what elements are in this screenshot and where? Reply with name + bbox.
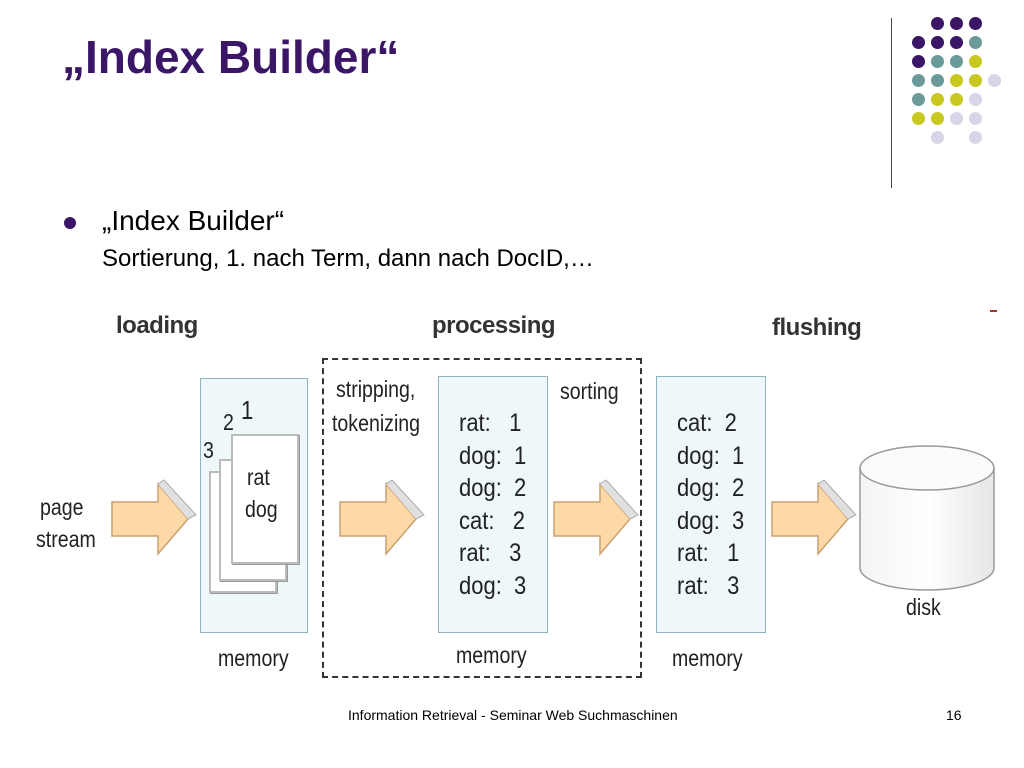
decorative-dot: [931, 17, 944, 30]
decorative-dot: [950, 17, 963, 30]
edge-mark: [990, 310, 997, 312]
processing-list-entry: rat: 3: [459, 539, 522, 567]
decorative-dot: [969, 112, 982, 125]
sorted-list-entry: dog: 3: [677, 506, 745, 535]
page-word-rat: rat: [247, 464, 270, 490]
step-label-tokenizing: tokenizing: [332, 410, 421, 436]
sorted-list-entry: rat: 1: [677, 539, 740, 567]
input-label-line1: page: [40, 494, 84, 520]
bullet-text: Sortierung, 1. nach Term, dann nach DocI…: [102, 245, 594, 272]
decorative-dot: [950, 74, 963, 87]
decorative-dot: [931, 55, 944, 68]
decorative-dot: [950, 93, 963, 106]
footer-text: Information Retrieval - Seminar Web Such…: [348, 707, 678, 723]
page-number-3: 3: [203, 437, 214, 463]
memory-label-flushing: memory: [672, 645, 743, 671]
index-builder-diagram: loading processing flushing page stream …: [30, 300, 1000, 700]
decorative-dot: [931, 36, 944, 49]
stage-loading: loading: [116, 312, 198, 339]
stage-flushing: flushing: [772, 314, 862, 341]
processing-list-entry: dog: 1: [459, 441, 527, 470]
decorative-dot: [969, 36, 982, 49]
memory-label-processing: memory: [456, 642, 527, 668]
processing-list-entry: cat: 2: [459, 506, 526, 535]
slide-number: 16: [946, 707, 962, 723]
decorative-dot: [931, 131, 944, 144]
decorative-dot: [950, 112, 963, 125]
disk-cylinder: [859, 445, 995, 591]
loading-memory-buffer: rat dog 1 2 3: [200, 378, 308, 633]
page-number-2: 2: [223, 409, 234, 435]
stage-processing: processing: [432, 312, 556, 339]
arrow-stripping: [339, 479, 425, 557]
bullet-marker: [64, 217, 76, 229]
processing-list-entry: dog: 2: [459, 474, 527, 502]
decorative-dot: [912, 55, 925, 68]
decorative-dot: [912, 36, 925, 49]
decorative-dot: [969, 93, 982, 106]
decorative-dot: [969, 55, 982, 68]
decorative-dot: [950, 36, 963, 49]
input-label-line2: stream: [36, 526, 96, 552]
decorative-dot: [931, 74, 944, 87]
decorative-dot: [950, 55, 963, 68]
step-label-sorting: sorting: [560, 378, 619, 404]
processing-list-entry: rat: 1: [459, 409, 522, 437]
decorative-dot: [969, 131, 982, 144]
decorative-dot: [912, 112, 925, 125]
arrow-flushing: [771, 479, 857, 557]
decorative-dot: [912, 74, 925, 87]
decorative-dot: [969, 74, 982, 87]
decorative-dot: [931, 112, 944, 125]
decorative-dot: [931, 93, 944, 106]
decorative-dot: [988, 74, 1001, 87]
processing-memory-buffer: rat: 1 dog: 1 dog: 2 cat: 2 rat: 3 dog: 3: [438, 376, 548, 633]
decorative-dot: [912, 93, 925, 106]
processing-stage-box: [322, 358, 642, 678]
memory-label-loading: memory: [218, 645, 289, 671]
processing-list-entry: dog: 3: [459, 571, 527, 600]
sorted-list-entry: cat: 2: [677, 409, 737, 437]
page-number-1: 1: [241, 395, 254, 425]
flushing-memory-buffer: cat: 2 dog: 1 dog: 2 dog: 3 rat: 1 rat: 3: [656, 376, 766, 633]
sorted-list-entry: rat: 3: [677, 571, 740, 600]
slide-title: „Index Builder“: [62, 31, 400, 83]
diagram-shapes: [111, 445, 995, 591]
arrow-sorting: [553, 479, 639, 557]
page-word-dog: dog: [245, 496, 278, 522]
disk-label: disk: [906, 594, 941, 620]
sorted-list-entry: dog: 2: [677, 474, 745, 502]
sorted-list-entry: dog: 1: [677, 441, 745, 470]
arrow-input: [111, 479, 197, 557]
decorative-dot: [969, 17, 982, 30]
document-page-1: rat dog: [231, 434, 299, 564]
bullet-heading: „Index Builder“: [102, 205, 285, 236]
step-label-stripping: stripping,: [336, 376, 416, 402]
title-divider: [891, 18, 892, 188]
